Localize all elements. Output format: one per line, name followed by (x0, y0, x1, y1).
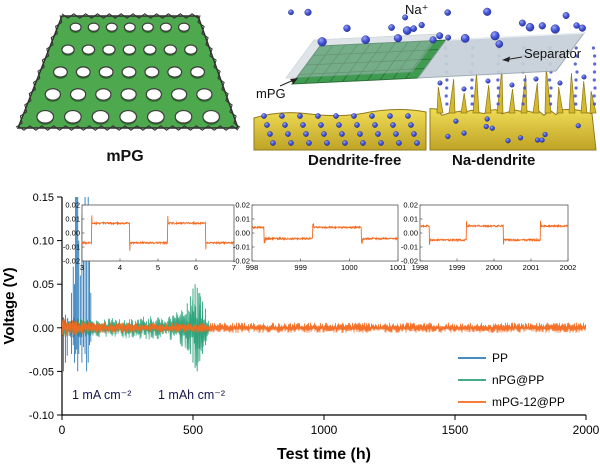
inset-plot-1: -0.02 -0.01 0.00 0.01 0.02 3 4 5 6 7 (63, 201, 236, 273)
svg-text:0.05: 0.05 (33, 279, 54, 291)
svg-text:0.00: 0.00 (65, 229, 80, 238)
svg-text:-0.01: -0.01 (233, 243, 250, 252)
svg-text:1500: 1500 (442, 423, 469, 437)
svg-text:6: 6 (194, 263, 198, 272)
dendrite-free-label: Dendrite-free (308, 152, 402, 169)
voltage-time-chart: -0.10 -0.05 0.00 0.05 0.10 0.15 0 500 1000 1500 20… (1, 192, 600, 463)
svg-text:0.02: 0.02 (65, 201, 80, 210)
mpg-coating-label: mPG (256, 86, 286, 101)
schematics-row: mPG Na⁺ Separator mPG Dendrite-free Na-d… (0, 0, 600, 185)
svg-text:nPG@PP: nPG@PP (492, 373, 544, 387)
inset-plot-3: -0.02 -0.01 0.00 0.01 0.02 1998 1999 2000 2001 20… (401, 201, 576, 273)
svg-text:-0.05: -0.05 (29, 366, 54, 378)
inset-plot-2: -0.02 -0.01 0.00 0.01 0.02 998 999 1000 1001 (233, 201, 406, 273)
svg-text:0.02: 0.02 (235, 201, 250, 210)
svg-text:mPG-12@PP: mPG-12@PP (492, 395, 565, 409)
svg-text:-0.01: -0.01 (401, 243, 418, 252)
svg-text:0.02: 0.02 (403, 201, 418, 210)
annotation-arrows (279, 56, 523, 87)
svg-text:-0.02: -0.02 (233, 257, 250, 266)
svg-text:0.01: 0.01 (403, 215, 418, 224)
dendrite-free-electrode (253, 109, 427, 151)
na-ions-scatter (288, 7, 586, 48)
plot-area (62, 197, 586, 372)
svg-text:998: 998 (246, 263, 259, 272)
svg-text:-0.10: -0.10 (29, 410, 54, 422)
plated-na-dots (261, 74, 587, 146)
svg-text:-0.02: -0.02 (401, 257, 418, 266)
na-dendrite-label: Na-dendrite (452, 152, 536, 169)
svg-text:2002: 2002 (560, 263, 577, 272)
svg-text:2000: 2000 (486, 263, 503, 272)
svg-text:-0.02: -0.02 (63, 257, 80, 266)
svg-text:0.00: 0.00 (403, 229, 418, 238)
svg-text:0: 0 (59, 423, 66, 437)
na-ion-label: Na⁺ (405, 2, 429, 17)
separator-label: Separator (524, 46, 582, 61)
svg-text:2000: 2000 (573, 423, 600, 437)
axes: -0.10 -0.05 0.00 0.05 0.10 0.15 0 500 1000 1500 20… (29, 192, 600, 437)
na-dendrite-electrode (429, 66, 597, 151)
mpg-mesh-graphic (15, 13, 241, 131)
y-axis-label: Voltage (V) (1, 267, 18, 344)
legend: PP nPG@PP mPG-12@PP (458, 351, 565, 409)
svg-text:PP: PP (492, 351, 508, 365)
svg-text:5: 5 (156, 263, 160, 272)
svg-text:999: 999 (294, 263, 307, 272)
svg-text:2001: 2001 (523, 263, 540, 272)
svg-text:1000: 1000 (311, 423, 338, 437)
svg-text:0.00: 0.00 (33, 323, 54, 335)
svg-text:0.01: 0.01 (65, 215, 80, 224)
mpg-panel: mPG (0, 0, 250, 185)
cell-schematic-graphic (253, 7, 597, 151)
svg-text:1999: 1999 (449, 263, 466, 272)
cell-panel: Na⁺ Separator mPG Dendrite-free Na-dendr… (250, 0, 600, 185)
svg-text:1001: 1001 (390, 263, 407, 272)
current-annotations: 1 mA cm⁻² 1 mAh cm⁻² (72, 388, 225, 402)
svg-text:0.01: 0.01 (235, 215, 250, 224)
svg-text:1998: 1998 (412, 263, 429, 272)
series-nPG@PP (62, 293, 210, 366)
svg-text:3: 3 (80, 263, 84, 272)
svg-text:1 mA cm⁻²: 1 mA cm⁻² (72, 388, 131, 402)
svg-text:-0.01: -0.01 (63, 243, 80, 252)
series-mPG-12@PP (62, 319, 586, 337)
svg-text:0.10: 0.10 (33, 236, 54, 248)
mpg-mesh (15, 13, 241, 131)
svg-text:4: 4 (118, 263, 122, 272)
svg-text:500: 500 (183, 423, 203, 437)
mpg-caption: mPG (106, 148, 144, 165)
svg-text:0.00: 0.00 (235, 229, 250, 238)
svg-text:1000: 1000 (341, 263, 358, 272)
svg-text:7: 7 (232, 263, 236, 272)
svg-text:0.15: 0.15 (33, 192, 54, 204)
x-axis-label: Test time (h) (277, 446, 371, 463)
svg-text:1 mAh cm⁻²: 1 mAh cm⁻² (158, 388, 225, 402)
